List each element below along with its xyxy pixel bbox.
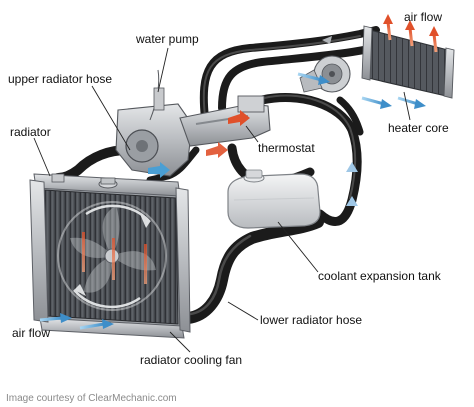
radiator-bottom-tank xyxy=(39,317,185,339)
heater-cool-air-arrows xyxy=(297,72,426,109)
flow-arrows xyxy=(39,14,439,330)
label-air-flow-bottom: air flow xyxy=(12,326,50,340)
upper-radiator-hose-path xyxy=(53,145,133,183)
hoses xyxy=(53,26,380,324)
thermostat-housing xyxy=(179,95,271,147)
image-credit: Image courtesy of ClearMechanic.com xyxy=(6,393,177,404)
coolant-expansion-tank-graphic xyxy=(227,169,321,229)
label-water-pump: water pump xyxy=(135,32,199,46)
label-coolant-expansion-tank: coolant expansion tank xyxy=(318,269,442,283)
label-thermostat: thermostat xyxy=(258,141,315,155)
label-radiator-cooling-fan: radiator cooling fan xyxy=(140,353,242,367)
heater-return-hose xyxy=(218,44,380,112)
labels: water pump air flow upper radiator hose … xyxy=(6,10,449,404)
pump-cool-arrow xyxy=(148,162,170,178)
label-upper-radiator-hose: upper radiator hose xyxy=(8,72,112,86)
thermostat-hot-arrows xyxy=(206,110,250,158)
leader-lines xyxy=(33,47,411,353)
label-radiator: radiator xyxy=(10,125,51,139)
water-pump-assembly xyxy=(115,69,193,177)
incoming-air-arrows xyxy=(39,313,114,330)
hot-air-arrows xyxy=(383,14,439,53)
radiator-assembly xyxy=(29,173,191,339)
lower-radiator-hose-path xyxy=(182,216,324,324)
label-lower-radiator-hose: lower radiator hose xyxy=(260,313,362,327)
heater-outlet-hose xyxy=(257,93,362,226)
label-heater-core: heater core xyxy=(388,121,449,135)
label-air-flow-top: air flow xyxy=(404,10,442,24)
